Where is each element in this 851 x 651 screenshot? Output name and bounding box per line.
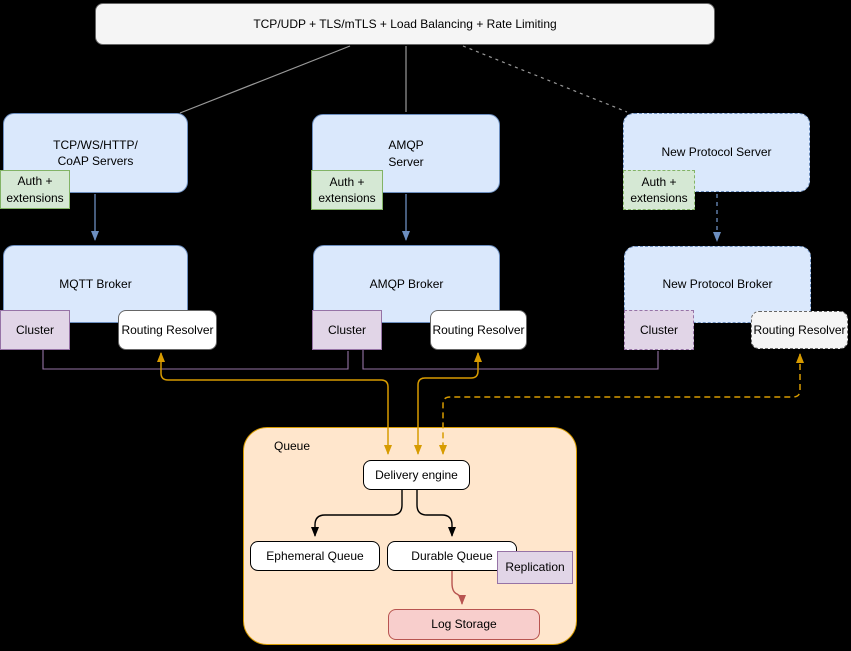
new-protocol-broker-box: New Protocol Broker [624,246,811,323]
routing-resolver-box-middle: Routing Resolver [430,310,527,350]
auth-extensions-badge-left: Auth + extensions [0,170,70,209]
edge-gateway-to-coap-server [179,45,351,114]
queue-title: Queue [274,439,311,453]
ephemeral-queue-box: Ephemeral Queue [250,541,380,571]
auth-extensions-badge-right: Auth + extensions [623,170,695,210]
edge-gateway-to-new-protocol-server [462,45,628,113]
log-storage-box: Log Storage [388,609,540,640]
delivery-engine-box: Delivery engine [363,460,470,490]
routing-resolver-box-right: Routing Resolver [751,311,848,349]
replication-badge: Replication [497,551,573,584]
edge-cluster-middle-to-right [362,350,659,370]
cluster-badge-right: Cluster [624,310,694,350]
cluster-badge-middle: Cluster [312,310,382,350]
auth-extensions-badge-middle: Auth + extensions [311,170,383,210]
routing-resolver-box-left: Routing Resolver [118,310,217,350]
durable-queue-box: Durable Queue [387,541,517,571]
edge-cluster-left-to-middle [42,350,349,370]
gateway-box: TCP/UDP + TLS/mTLS + Load Balancing + Ra… [95,3,715,45]
cluster-badge-left: Cluster [0,310,70,350]
